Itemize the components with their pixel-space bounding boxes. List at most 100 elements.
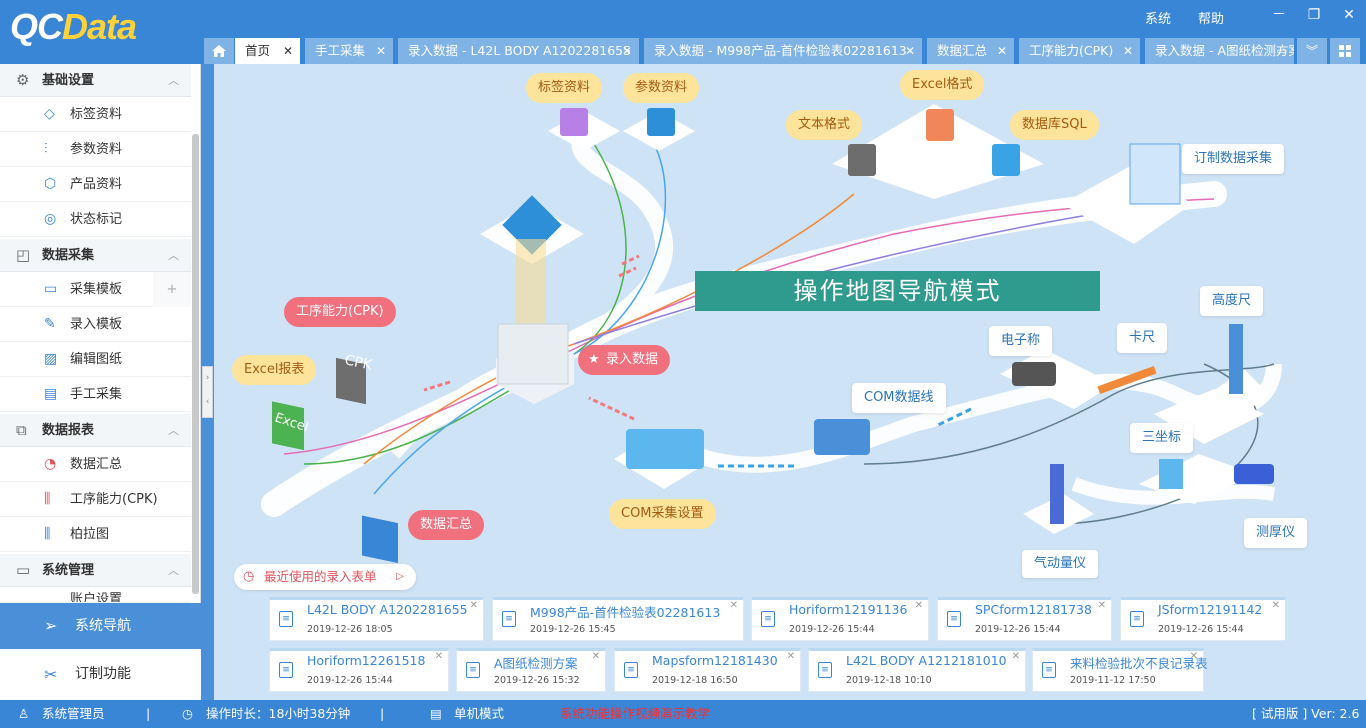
sidebar-item-pareto[interactable]: ⫼柏拉图 — [0, 517, 191, 552]
nav-custom-features[interactable]: ✂订制功能 — [0, 649, 201, 700]
close-icon[interactable]: ✕ — [1097, 600, 1106, 611]
map-label-input-data[interactable]: ★录入数据 — [578, 345, 671, 375]
divider: | — [146, 706, 151, 721]
recent-card[interactable]: ≡ Mapsform12181430 2019-12-18 16:50 ✕ — [614, 648, 801, 692]
tab-label: 录入数据 - L42L BODY A1202281655 — [408, 43, 632, 58]
tab-grid-button[interactable] — [1330, 38, 1360, 64]
tabs-overflow-button[interactable]: ︾ — [1297, 38, 1327, 64]
database-doc-icon — [992, 144, 1020, 176]
map-label-excel-report[interactable]: Excel报表 — [232, 355, 317, 385]
recent-card-name: A图纸检测方案 — [494, 656, 578, 671]
file-icon: ≡ — [624, 662, 638, 678]
recent-card-name: Mapsform12181430 — [652, 653, 778, 668]
menu-help[interactable]: 帮助 — [1198, 12, 1225, 27]
tab-input-m998[interactable]: 录入数据 - M998产品-首件检验表02281613✕ — [644, 38, 923, 64]
maximize-button[interactable]: ❐ — [1307, 7, 1321, 23]
group-data-report[interactable]: ⧉数据报表︿ — [0, 414, 191, 447]
tab-scroll-right-icon[interactable]: ⇨ — [1276, 44, 1287, 58]
map-label-com-cable[interactable]: COM数据线 — [852, 383, 946, 413]
sidebar-item-account[interactable]: 账户设置 — [0, 587, 191, 603]
map-label-param-data[interactable]: 参数资料 — [623, 73, 700, 103]
add-icon[interactable]: + — [153, 272, 191, 307]
tab-close-icon[interactable]: ✕ — [996, 44, 1007, 58]
tab-close-icon[interactable]: ✕ — [621, 44, 632, 58]
sidebar-item-manual-collect[interactable]: ▤手工采集 — [0, 377, 191, 412]
group-label: 数据采集 — [42, 248, 95, 263]
chevron-up-icon: ︿ — [168, 424, 179, 437]
tab-data-summary[interactable]: 数据汇总✕ — [927, 38, 1015, 64]
item-label: 状态标记 — [70, 212, 123, 227]
chart-icon: ⧉ — [16, 421, 27, 439]
tab-close-icon[interactable]: ✕ — [375, 44, 386, 58]
map-label-database-sql[interactable]: 数据库SQL — [1010, 110, 1099, 140]
group-system-admin[interactable]: ▭系统管理︿ — [0, 554, 191, 587]
sidebar-item-collect-template[interactable]: ▭采集模板+ — [0, 272, 191, 307]
map-label-data-summary[interactable]: 数据汇总 — [408, 510, 485, 540]
sidebar-item-input-template[interactable]: ✎录入模板 — [0, 307, 191, 342]
sidebar-item-cpk[interactable]: ⫼工序能力(CPK) — [0, 482, 191, 517]
group-basic-settings[interactable]: ⚙基础设置︿ — [0, 64, 191, 97]
map-label-custom-collect[interactable]: 订制数据采集 — [1182, 144, 1285, 174]
map-label-height-gauge[interactable]: 高度尺 — [1200, 286, 1264, 316]
map-label-cpk[interactable]: 工序能力(CPK) — [284, 297, 396, 327]
tab-close-icon[interactable]: ✕ — [904, 44, 915, 58]
tab-home-page[interactable]: 首页✕ — [235, 38, 301, 64]
close-icon[interactable]: ✕ — [1011, 651, 1020, 662]
sidebar-item-product-data[interactable]: ⬡产品资料 — [0, 167, 191, 202]
minimize-button[interactable]: － — [1272, 7, 1286, 23]
home-tab[interactable] — [204, 38, 234, 64]
tab-close-icon[interactable]: ✕ — [282, 44, 293, 58]
excel-format-doc-icon — [926, 109, 954, 141]
tab-close-icon[interactable]: ✕ — [1122, 44, 1133, 58]
map-label-excel-format[interactable]: Excel格式 — [900, 70, 985, 100]
close-icon[interactable]: ✕ — [469, 600, 478, 611]
map-label-caliper[interactable]: 卡尺 — [1117, 323, 1168, 353]
close-icon[interactable]: ✕ — [1189, 651, 1198, 662]
tab-manual-collect[interactable]: 手工采集✕ — [305, 38, 394, 64]
nav-system-navigation[interactable]: ➢系统导航 — [0, 603, 201, 649]
grid-icon — [1339, 45, 1351, 57]
recent-forms-header[interactable]: ◷最近使用的录入表单▷ — [234, 564, 416, 590]
group-label: 系统管理 — [42, 563, 95, 578]
map-label-text-format[interactable]: 文本格式 — [786, 110, 863, 140]
group-data-collection[interactable]: ◰数据采集︿ — [0, 239, 191, 272]
tab-cpk[interactable]: 工序能力(CPK)✕ — [1019, 38, 1141, 64]
map-label-scale[interactable]: 电子称 — [989, 326, 1053, 356]
sidebar-item-edit-drawing[interactable]: ▨编辑图纸 — [0, 342, 191, 377]
close-icon[interactable]: ✕ — [786, 651, 795, 662]
sidebar-item-tag-data[interactable]: ◇标签资料 — [0, 97, 191, 132]
close-icon[interactable]: ✕ — [1271, 600, 1280, 611]
cpk-card-icon — [336, 357, 366, 405]
close-icon[interactable]: ✕ — [914, 600, 923, 611]
close-icon[interactable]: ✕ — [591, 651, 600, 662]
target-icon: ◎ — [44, 211, 57, 227]
close-icon[interactable]: ✕ — [434, 651, 443, 662]
close-button[interactable]: ✕ — [1343, 7, 1355, 23]
map-label-thickness-gauge[interactable]: 测厚仪 — [1244, 518, 1308, 548]
sidebar-scrollbar[interactable] — [192, 134, 199, 594]
tab-input-l42l[interactable]: 录入数据 - L42L BODY A1202281655✕ — [398, 38, 640, 64]
sidebar-collapse-handle[interactable]: ›‹ — [202, 366, 213, 418]
close-icon[interactable]: ✕ — [729, 600, 738, 611]
map-label-tag-data[interactable]: 标签资料 — [526, 73, 603, 103]
recent-card-date: 2019-12-18 16:50 — [652, 675, 738, 686]
play-icon: ▷ — [396, 571, 404, 582]
map-label-com-settings[interactable]: COM采集设置 — [609, 499, 716, 529]
map-label-cmm[interactable]: 三坐标 — [1130, 423, 1194, 453]
sidebar-item-param-data[interactable]: ⫶参数资料 — [0, 132, 191, 167]
video-tutorial-link[interactable]: 系统功能操作视频演示教学 — [560, 706, 711, 721]
sidebar-item-data-summary[interactable]: ◔数据汇总 — [0, 447, 191, 482]
menu-system[interactable]: 系统 — [1145, 12, 1172, 27]
tab-input-a-drawing[interactable]: 录入数据 - A图纸检测方案⇨ — [1145, 38, 1295, 64]
sidebar-item-status-mark[interactable]: ◎ 状态标记 — [0, 202, 191, 237]
map-label-air-gauge[interactable]: 气动量仪 — [1022, 550, 1099, 578]
